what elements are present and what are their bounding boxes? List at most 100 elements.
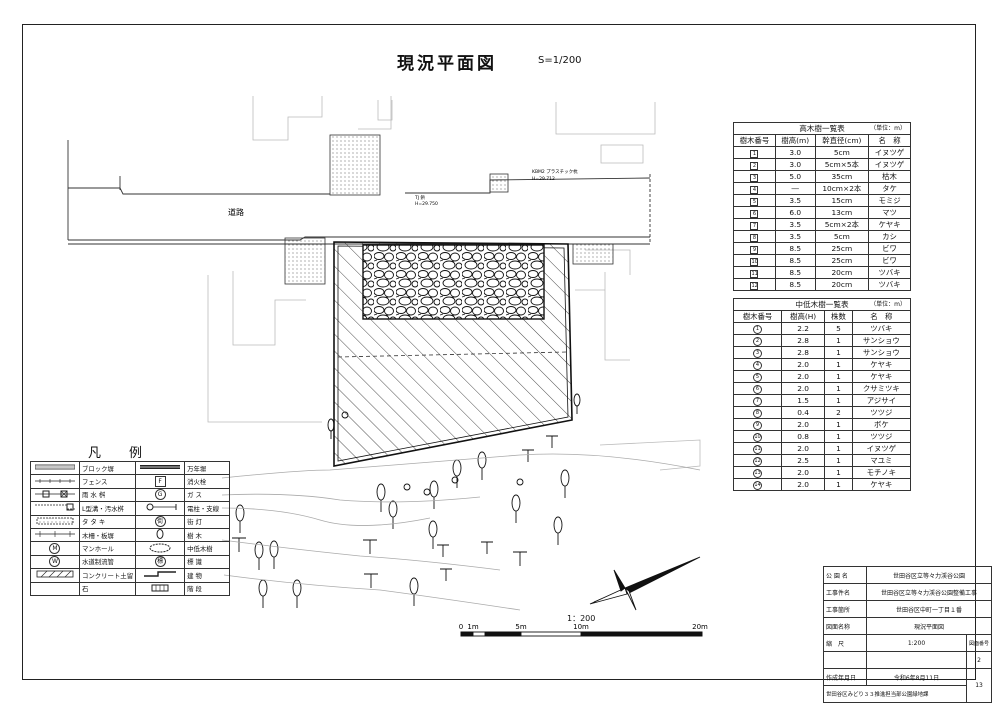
scale-tick-label: 1m <box>467 623 478 631</box>
tree-name: サンショウ <box>851 334 912 347</box>
legend-label: 雨 水 桝 <box>78 487 137 503</box>
title-block-row: 図面名称現況平面図 <box>823 617 993 635</box>
tree-number: 11 <box>732 442 783 455</box>
table-header-row: 樹木番号 樹高(H) 株数 名 称 <box>732 310 912 323</box>
tree-height: 2.0 <box>781 370 826 383</box>
legend-label: マンホール <box>78 541 137 556</box>
tree-height: 3.5 <box>774 218 816 231</box>
title-block-value: 1:200 <box>866 634 967 652</box>
legend-row: 石階 段 <box>30 581 230 596</box>
tree-count: 2 <box>824 406 853 419</box>
legend-label: 標 識 <box>184 554 230 570</box>
legend-label: 中低木樹 <box>184 541 230 556</box>
tree-number: 4 <box>733 182 776 195</box>
site-dashed-line <box>337 351 567 358</box>
legend-label: コンクリート土留 <box>78 568 137 583</box>
legend-row: タ タ キ街街 灯 <box>30 514 230 529</box>
tree-name: クサミツキ <box>851 382 912 395</box>
legend-symbol-stone-icon <box>30 581 80 596</box>
trunk-diameter: 35cm <box>814 170 870 183</box>
legend-label: 建 物 <box>184 568 230 583</box>
title-block-value: 令和6年8月11日 <box>866 668 967 686</box>
legend-symbol-water-valve-icon: W <box>30 554 80 570</box>
title-block-label: 公 園 名 <box>823 566 867 584</box>
legend-label: ガ ス <box>184 487 230 503</box>
tree-height: 1.5 <box>781 394 826 407</box>
tree-height: 2.0 <box>781 478 826 491</box>
legend-label: 階 段 <box>184 581 230 596</box>
legend-symbol-tree-icon <box>135 527 186 543</box>
tree-number: 2 <box>733 158 776 171</box>
tree-height: 2.5 <box>781 454 826 467</box>
tree-height: 2.0 <box>781 466 826 479</box>
title-block: 公 園 名世田谷区立等々力渓谷公園工事件名世田谷区立等々力渓谷公園整備工事工事箇… <box>823 566 993 703</box>
tree-height: 2.0 <box>781 358 826 371</box>
tree-name: 枯木 <box>868 170 911 183</box>
page-title: 現況平面図 <box>397 54 497 74</box>
tree-height: 0.8 <box>781 430 826 443</box>
tree-name: モチノキ <box>851 466 912 479</box>
tree-count: 5 <box>824 322 853 335</box>
title-block-label: 作成年月日 <box>823 668 867 686</box>
tree-height: 2.0 <box>781 382 826 395</box>
north-arrow-icon <box>589 556 701 611</box>
title-block-value: 世田谷区中町一丁目１番 <box>865 600 993 618</box>
tree-height: 8.5 <box>774 266 816 279</box>
survey-note: H=29.712 <box>532 176 555 182</box>
tree-number: 5 <box>733 194 776 207</box>
terrain-contours <box>221 453 701 611</box>
column-header: 名 称 <box>868 134 911 147</box>
tree-number: 3 <box>733 170 776 183</box>
tree-name: ビワ <box>868 242 911 255</box>
legend-symbol-concrete-icon <box>30 568 80 583</box>
tree-number: 4 <box>732 358 783 371</box>
table-header-row: 樹木番号 樹高(m) 幹直径(cm) 名 称 <box>733 134 911 147</box>
tree-count: 1 <box>824 466 853 479</box>
title-block-row: 工事箇所世田谷区中町一丁目１番 <box>823 600 993 618</box>
legend-symbol-streetlight-icon: 街 <box>135 514 186 529</box>
legend-symbol-tatami-icon <box>30 514 80 529</box>
column-header: 名 称 <box>851 310 912 323</box>
tree-count: 1 <box>824 346 853 359</box>
tree-number: 3 <box>732 346 783 359</box>
pole-symbols <box>341 411 524 496</box>
tree-number: 6 <box>733 206 776 219</box>
trunk-diameter: 13cm <box>814 206 870 219</box>
tree-height: 2.0 <box>781 442 826 455</box>
tree-symbols <box>235 393 581 608</box>
tree-number: 8 <box>732 406 783 419</box>
trunk-diameter: 25cm <box>814 254 870 267</box>
tree-name: ケヤキ <box>868 218 911 231</box>
title-block-row: 作成年月日 令和6年8月11日 13 <box>823 668 993 703</box>
survey-note: KBM2 プラスチック杭 <box>532 168 578 175</box>
scale-bar <box>460 631 703 637</box>
tree-name: ボケ <box>851 418 912 431</box>
tree-count: 1 <box>824 418 853 431</box>
legend-row: ブロック塀万年塀 <box>30 460 230 476</box>
tree-name: イヌツゲ <box>868 158 911 171</box>
tree-number: 9 <box>733 242 776 255</box>
tree-count: 1 <box>824 430 853 443</box>
title-block-value: 世田谷区立等々力渓谷公園 <box>865 566 993 584</box>
column-header: 樹高(H) <box>781 310 826 323</box>
column-header: 樹高(m) <box>774 134 816 147</box>
legend-row: L型溝・汚水桝電柱・支線 <box>30 501 230 516</box>
title-block-row: 工事件名世田谷区立等々力渓谷公園整備工事 <box>823 583 993 601</box>
tree-height: 3.5 <box>774 194 816 207</box>
tree-number: 2 <box>732 334 783 347</box>
tree-name: マツ <box>868 206 911 219</box>
